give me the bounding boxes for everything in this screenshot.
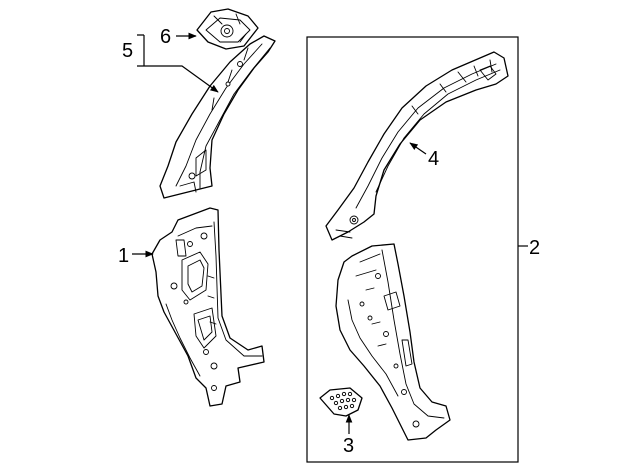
callout-2: 2 — [529, 237, 540, 259]
part-6-bracket — [196, 8, 259, 50]
callout-5: 5 — [122, 40, 133, 62]
part-4-outer-reinforcement — [325, 51, 509, 241]
callout-6: 6 — [160, 26, 171, 48]
outer-pillar — [335, 243, 451, 441]
callout-3: 3 — [343, 435, 354, 457]
part-1-inner-pillar — [151, 207, 265, 407]
callout-1: 1 — [118, 245, 129, 267]
leader-5 — [137, 34, 218, 92]
leader-4 — [409, 142, 427, 155]
part-3-patch — [319, 387, 363, 417]
part-5-upper-reinforcement — [159, 35, 276, 199]
assembly-frame — [306, 36, 519, 463]
callout-4: 4 — [428, 148, 439, 170]
